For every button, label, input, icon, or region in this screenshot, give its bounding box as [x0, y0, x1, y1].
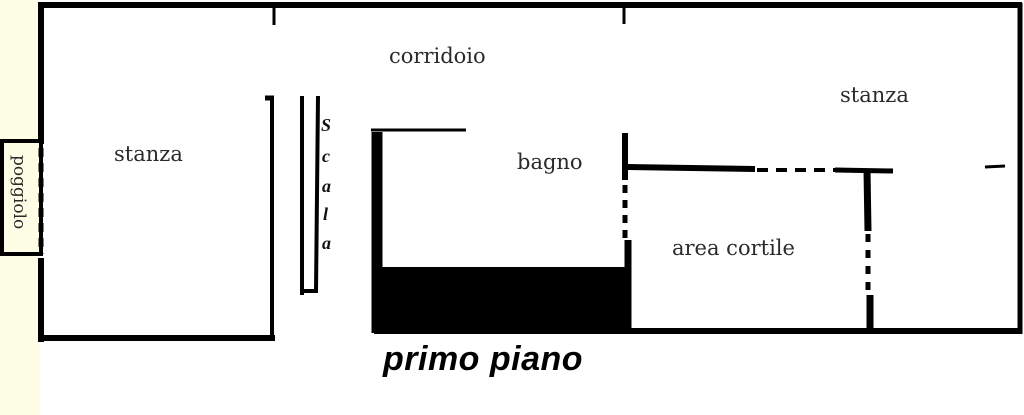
- bagno-filled-area: [380, 267, 630, 331]
- corridoio-label: corridoio: [389, 44, 486, 68]
- svg-text:l: l: [323, 204, 328, 224]
- poggiolo-label: poggiolo: [9, 155, 29, 229]
- svg-text:S: S: [321, 115, 331, 135]
- stairs-label: S c a l a: [321, 115, 331, 253]
- partition-stubs: [272, 5, 626, 25]
- cortile-walls: [626, 164, 1006, 332]
- stanza-left-label: stanza: [114, 142, 183, 166]
- floor-caption: primo piano: [383, 340, 584, 378]
- svg-text:c: c: [322, 146, 330, 166]
- stanza-right-label: stanza: [840, 83, 909, 107]
- stairs: [300, 95, 320, 295]
- svg-text:a: a: [322, 176, 331, 196]
- bagno-label: bagno: [517, 150, 583, 174]
- svg-text:a: a: [322, 233, 331, 253]
- area-cortile-label: area cortile: [672, 236, 795, 260]
- poggiolo: poggiolo: [0, 139, 44, 256]
